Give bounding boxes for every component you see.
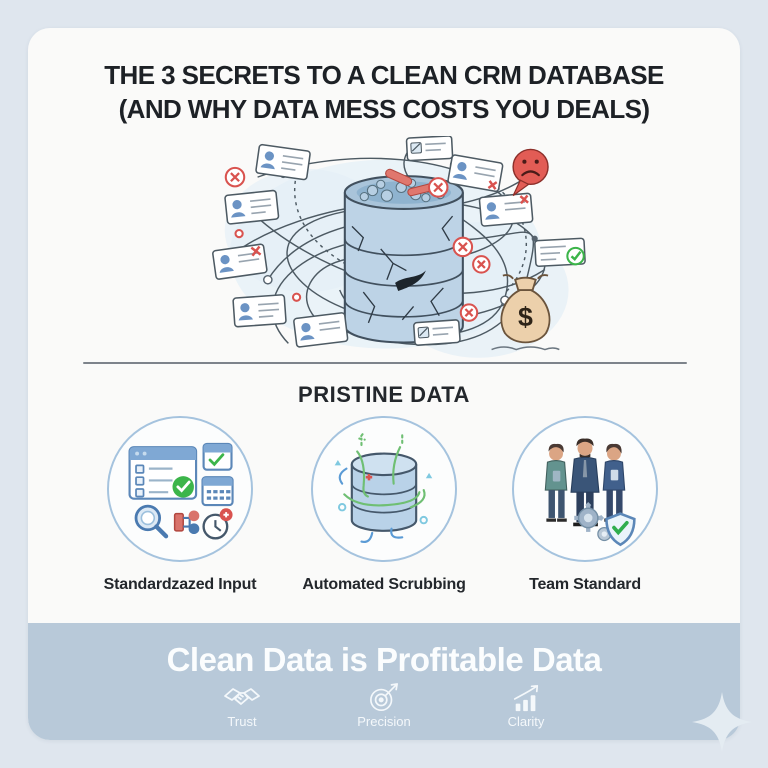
section-divider [83,362,687,364]
badge-label-clarity: Clarity [507,714,545,729]
title-line-2: (AND WHY DATA MESS COSTS YOU DEALS) [118,94,650,125]
pristine-data-heading: PRISTINE DATA [298,382,470,407]
flowchart-icon [173,510,200,535]
sparkle-icon [692,692,752,752]
automated-scrubbing-icon [334,433,433,543]
magnifier-icon [134,504,169,539]
calendar-grid-icon [201,476,234,507]
page-title: THE 3 SECRETS TO A CLEAN CRM DATABASE (A… [28,58,740,127]
standardized-input-circle [107,416,253,562]
calendar-check-icon [202,442,233,471]
badge-precision: Precision [344,683,424,729]
contact-card-error-icon [447,154,504,193]
infographic-card: THE 3 SECRETS TO A CLEAN CRM DATABASE (A… [28,28,740,740]
pillar-label-automated-scrubbing: Automated Scrubbing [302,576,466,593]
error-badges [224,166,491,322]
contact-card-error-icon [478,192,534,227]
pillar-automated-scrubbing: Automated Scrubbing [282,416,486,594]
money-bag-icon: $ [491,274,560,351]
pillars-row: Standardzazed Input [28,416,740,626]
scrub-swirls [343,433,426,509]
badge-label-precision: Precision [357,714,411,729]
messy-database-illustration: $ [212,136,586,358]
contact-card-icon [255,143,311,181]
clean-record-card-icon [534,237,586,267]
team-standard-icon [544,438,636,547]
record-card-icon [405,136,454,162]
contact-card-icon [293,312,349,348]
dollar-sign: $ [518,302,533,332]
pillar-label-standardized-input: Standardzazed Input [103,576,257,593]
clock-plus-icon [202,508,233,540]
banner-headline: Clean Data is Profitable Data [166,641,602,678]
standardized-input-icon [128,442,234,540]
badge-label-trust: Trust [227,714,257,729]
contact-card-icon [232,294,287,328]
shield-check-icon [605,512,636,547]
team-member-left [544,443,568,522]
sad-face-bubble-icon [512,148,549,197]
team-member-right [602,443,626,522]
handshake-icon [224,688,260,705]
pillar-standardized-input: Standardzazed Input [78,416,282,594]
bottom-banner: Clean Data is Profitable Data Trust [28,623,740,740]
contact-card-error-icon [212,243,268,280]
automated-scrubbing-circle [311,416,457,562]
contact-cards [212,136,586,348]
scrub-hoses [338,467,404,543]
record-card-icon [413,319,461,346]
banner-badges-row: Trust Precision [28,683,740,729]
gear-icon [574,502,612,542]
contact-card-icon [224,189,280,225]
badge-clarity: Clarity [486,683,566,729]
team-standard-circle [512,416,658,562]
badge-trust: Trust [202,683,282,729]
pillar-label-team-standard: Team Standard [529,576,641,593]
growth-chart-icon [513,684,539,712]
pillar-team-standard: Team Standard [483,416,687,594]
cracks [351,215,454,324]
target-icon [370,683,398,712]
title-line-1: THE 3 SECRETS TO A CLEAN CRM DATABASE [104,60,664,90]
